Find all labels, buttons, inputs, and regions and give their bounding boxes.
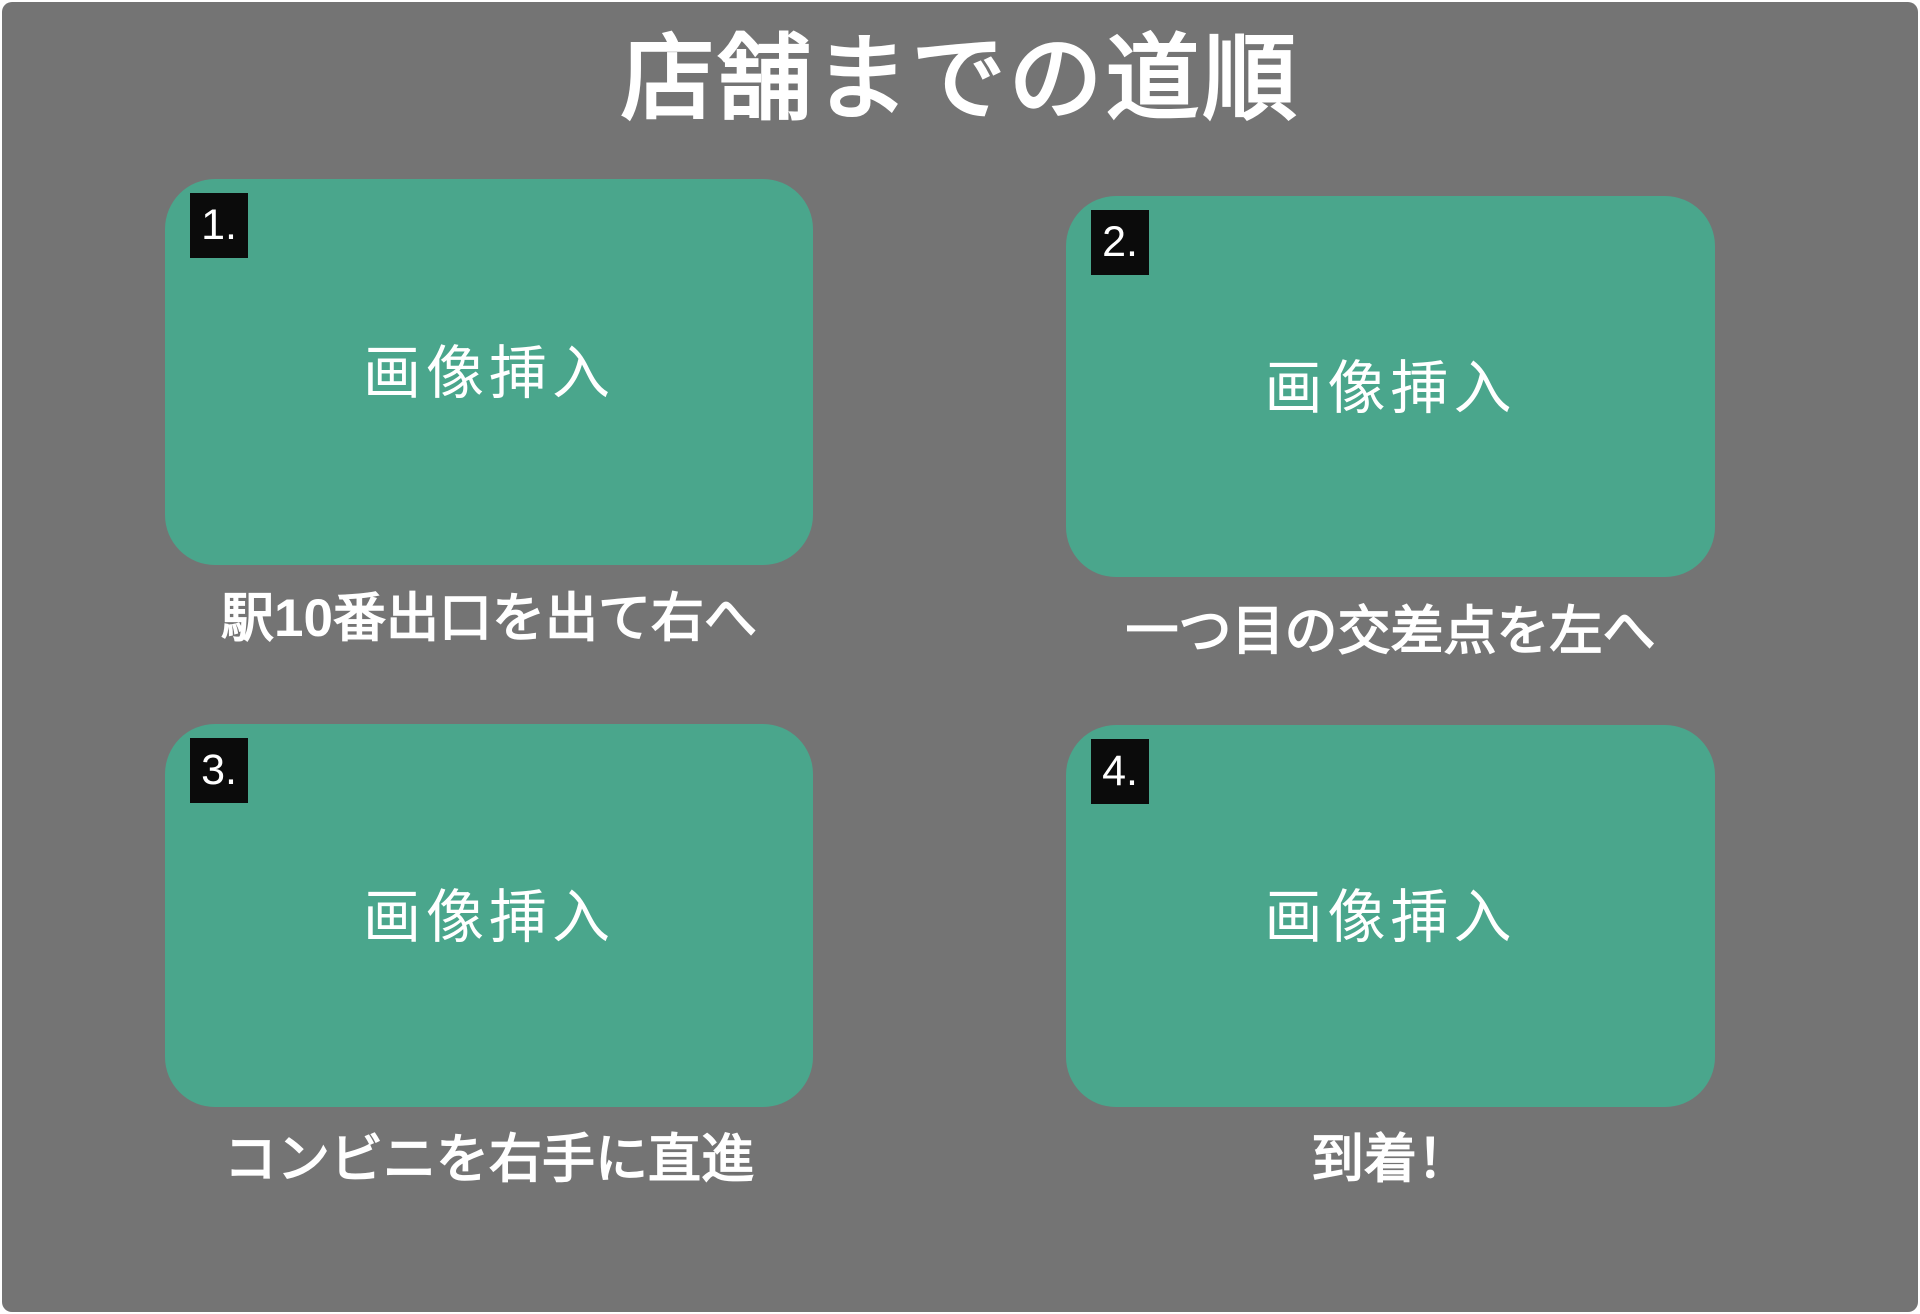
step-4-number-badge: 4. (1091, 739, 1149, 804)
step-2-number-badge: 2. (1091, 210, 1149, 275)
step-1-caption: 駅10番出口を出て右へ (221, 589, 757, 648)
step-3-number-badge: 3. (190, 738, 248, 803)
page-title: 店舗までの道順 (620, 26, 1300, 131)
step-1-placeholder-label: 画像挿入 (362, 341, 615, 406)
step-3-caption: コンビニを右手に直進 (224, 1130, 754, 1189)
step-4-placeholder-label: 画像挿入 (1264, 885, 1517, 950)
step-4-caption: 到着！ (1311, 1130, 1470, 1189)
step-2-placeholder-label: 画像挿入 (1264, 355, 1517, 421)
step-1-image-placeholder[interactable]: 1. 画像挿入 (165, 179, 813, 565)
step-2-image-placeholder[interactable]: 2. 画像挿入 (1066, 196, 1715, 577)
step-3-placeholder-label: 画像挿入 (362, 884, 615, 950)
step-3-image-placeholder[interactable]: 3. 画像挿入 (165, 724, 813, 1107)
step-4-image-placeholder[interactable]: 4. 画像挿入 (1066, 725, 1715, 1107)
step-1-number-badge: 1. (190, 193, 248, 258)
step-2-caption: 一つ目の交差点を左へ (1125, 602, 1656, 661)
